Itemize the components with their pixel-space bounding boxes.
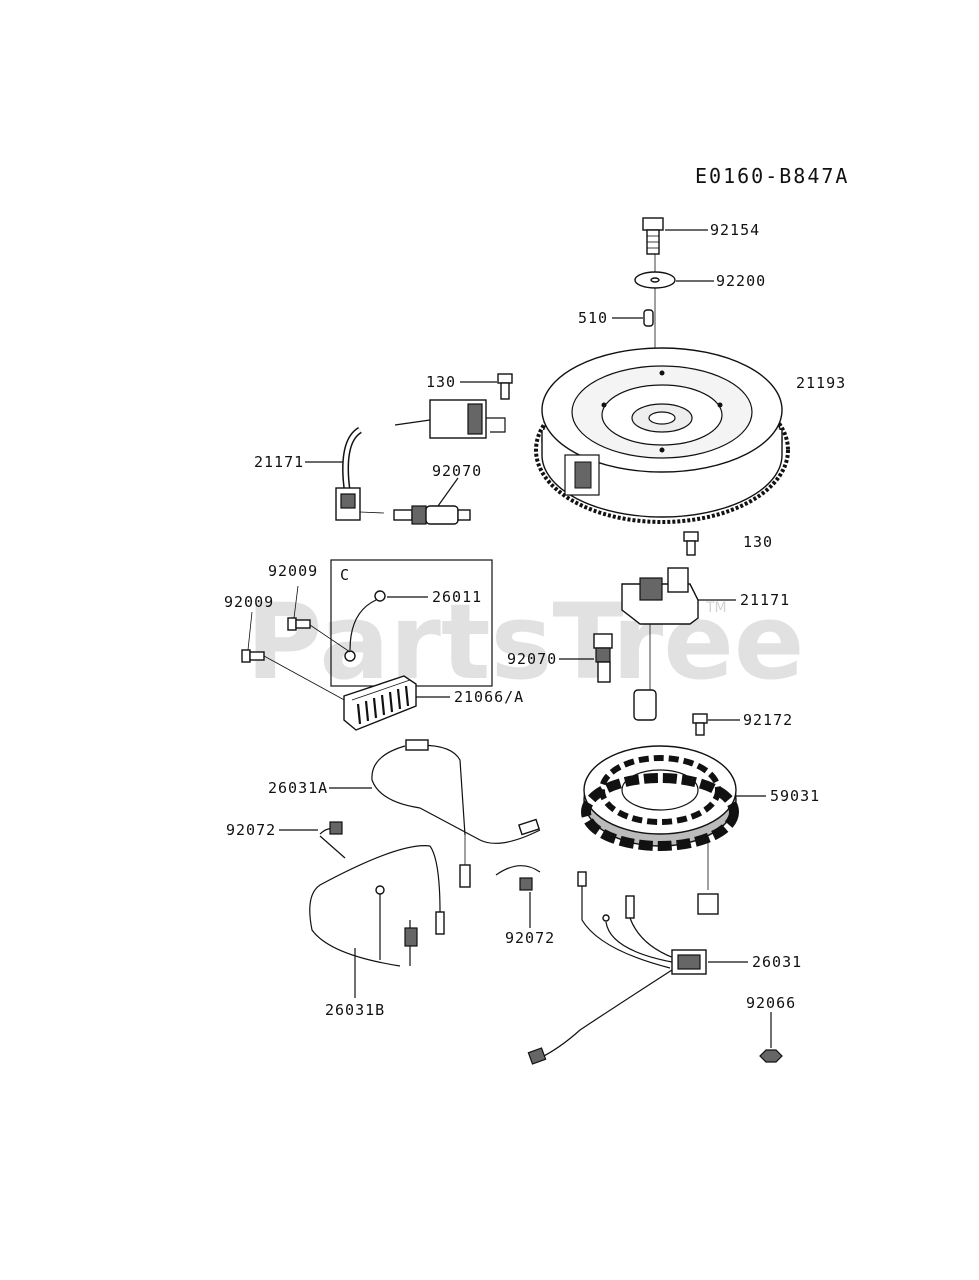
harness-26031a-part xyxy=(371,739,541,888)
part-label-92009-b[interactable]: 92009 xyxy=(224,593,274,611)
part-label-21171-mid[interactable]: 21171 xyxy=(740,591,790,609)
ignition-coil-21171-top-part xyxy=(335,399,506,521)
part-label-21066[interactable]: 21066/A xyxy=(454,688,524,706)
part-label-92070-top[interactable]: 92070 xyxy=(432,462,482,480)
diagram-code: E0160-B847A xyxy=(695,164,849,188)
screw-92172-part xyxy=(692,713,708,736)
axis-92009-b xyxy=(263,655,349,703)
part-label-510[interactable]: 510 xyxy=(578,309,608,327)
part-label-92072-left[interactable]: 92072 xyxy=(226,821,276,839)
ignition-coil-21171-mid-part xyxy=(621,567,699,721)
spark-plug-92070-mid-part xyxy=(593,633,613,683)
kit-box-letter: C xyxy=(340,566,350,584)
spark-plug-92070-top-part xyxy=(393,505,471,525)
leader-92009-a xyxy=(293,585,299,619)
screw-92009-a-part xyxy=(287,617,311,631)
part-label-92009-a[interactable]: 92009 xyxy=(268,562,318,580)
leader-92070-top xyxy=(437,477,459,507)
regulator-21066-part xyxy=(343,675,417,731)
flywheel-21193-part xyxy=(534,347,790,524)
part-label-130-top[interactable]: 130 xyxy=(426,373,456,391)
leader-92009-b xyxy=(247,611,253,651)
part-label-26031a[interactable]: 26031A xyxy=(268,779,328,797)
bolt-130-top-part xyxy=(497,373,513,400)
part-label-92200[interactable]: 92200 xyxy=(716,272,766,290)
part-label-26011[interactable]: 26011 xyxy=(432,588,482,606)
bolt-92154-part xyxy=(642,217,664,255)
part-label-21193[interactable]: 21193 xyxy=(796,374,846,392)
part-label-92154[interactable]: 92154 xyxy=(710,221,760,239)
part-label-92066[interactable]: 92066 xyxy=(746,994,796,1012)
part-label-26031b[interactable]: 26031B xyxy=(325,1001,385,1019)
washer-92200-part xyxy=(634,271,676,289)
part-label-92172[interactable]: 92172 xyxy=(743,711,793,729)
watermark-text: PartsTree xyxy=(246,581,804,703)
clip-92072-left-part xyxy=(319,821,346,859)
watermark-trademark: TM xyxy=(705,600,727,616)
wire-26011-part xyxy=(344,590,386,662)
clip-92072-mid-part xyxy=(495,865,541,891)
nut-92066-part xyxy=(759,1049,783,1063)
part-label-130-mid[interactable]: 130 xyxy=(743,533,773,551)
part-label-92070-mid[interactable]: 92070 xyxy=(507,650,557,668)
part-label-92072-mid[interactable]: 92072 xyxy=(505,929,555,947)
axis-92009-a xyxy=(309,624,351,653)
part-label-59031[interactable]: 59031 xyxy=(770,787,820,805)
stator-59031-part xyxy=(581,745,739,915)
key-510-part xyxy=(643,309,654,327)
screw-92009-b-part xyxy=(241,649,265,663)
part-label-26031[interactable]: 26031 xyxy=(752,953,802,971)
part-label-21171-top[interactable]: 21171 xyxy=(254,453,304,471)
harness-26031-part xyxy=(527,871,707,1065)
harness-26031b-part xyxy=(309,845,445,967)
bolt-130-mid-part xyxy=(683,531,699,556)
